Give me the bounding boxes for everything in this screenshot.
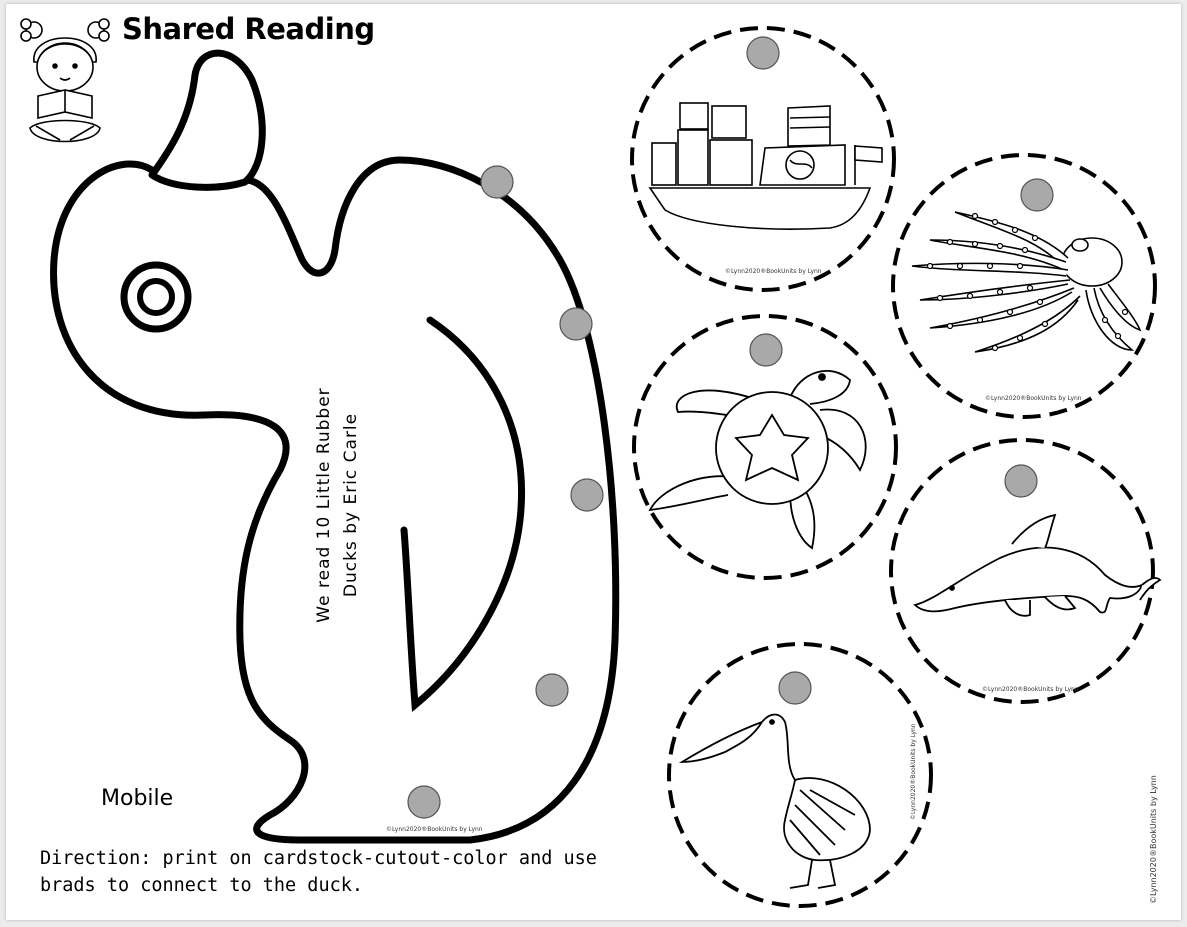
cargo-ship-icon [648,102,883,230]
dolphin-icon [913,513,1162,617]
pelican-icon [678,713,871,889]
pelican-credit: ©Lynn2020®BookUnits by Lynn [910,723,917,820]
duck-brad-holes [407,165,604,819]
duck-body-outline [50,156,620,844]
duck-eye [120,261,192,333]
brad-hole [535,673,569,707]
octopus-credit: ©Lynn2020®BookUnits by Lynn [985,395,1082,402]
duck-caption: We read 10 Little Rubber Ducks by Eric C… [311,375,365,635]
reading-child-icon [20,18,110,143]
brad-hole [749,333,783,367]
side-credit: ©Lynn2020®BookUnits by Lynn [1149,775,1158,904]
duck-caption-line-1: We read 10 Little Rubber [314,387,334,623]
sea-turtle-icon [648,370,867,550]
brad-hole [1004,464,1038,498]
brad-hole [559,307,593,341]
hair-bow-left-icon [20,18,43,42]
duck-cutout [50,49,620,844]
page-title: Shared Reading [122,12,375,46]
duck-wing-line [400,316,525,712]
direction-line-2: brads to connect to the duck. [40,875,364,896]
brad-hole [778,671,812,705]
mobile-label: Mobile [101,786,174,811]
brad-hole [407,785,441,819]
duck-head-crest [148,49,266,191]
duck-credit: ©Lynn2020®BookUnits by Lynn [386,826,483,833]
brad-hole [1020,178,1054,212]
duck-caption-line-2: Ducks by Eric Carle [341,412,361,598]
hair-bow-right-icon [87,18,110,42]
dolphin-credit: ©Lynn2020®BookUnits by Lynn [982,686,1079,693]
brad-hole [480,165,514,199]
octopus-icon [911,211,1142,353]
brad-hole [746,36,780,70]
ship-credit: ©Lynn2020®BookUnits by Lynn [725,268,822,275]
direction-text: Direction: print on cardstock-cutout-col… [40,845,620,899]
brad-hole [570,478,604,512]
direction-line-1: Direction: print on cardstock-cutout-col… [40,848,597,869]
